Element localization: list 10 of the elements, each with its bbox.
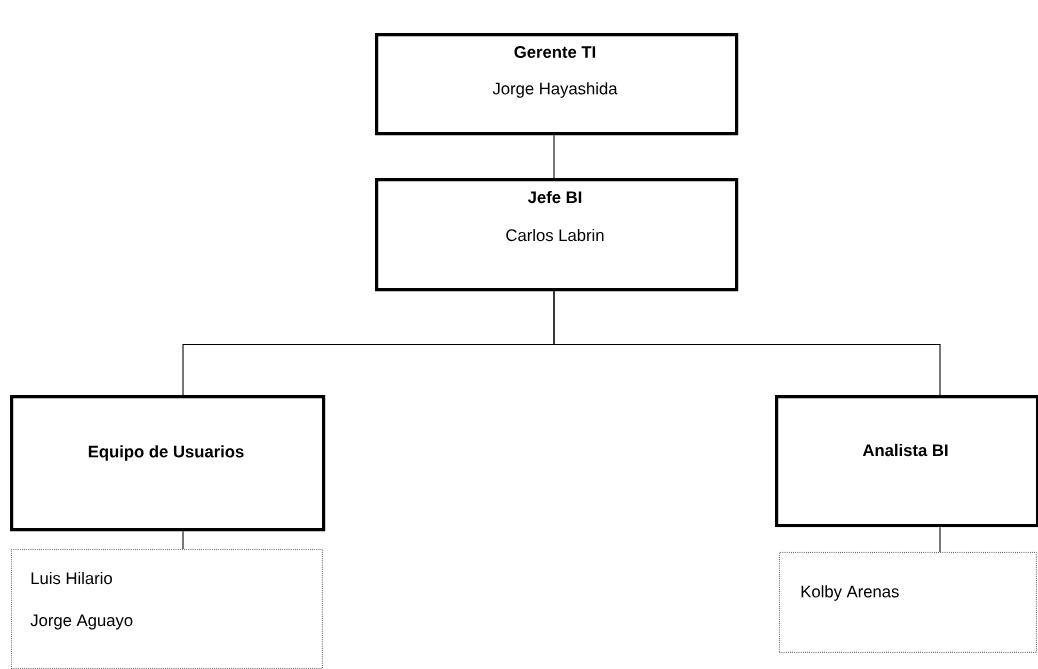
name-box: Luis Hilario Jorge Aguayo — [11, 549, 323, 669]
connector-line — [553, 290, 941, 396]
role-box: Equipo de Usuarios — [10, 395, 326, 532]
connector-line — [553, 134, 555, 179]
role-box: Gerente TI Jorge Hayashida — [375, 33, 739, 136]
role-box: Jefe BI Carlos Labrin — [375, 178, 739, 292]
role-box: Analista BI — [775, 395, 1038, 528]
connector-line — [182, 530, 184, 550]
name-box: Kolby Arenas — [779, 552, 1037, 653]
connector-line — [939, 526, 941, 553]
